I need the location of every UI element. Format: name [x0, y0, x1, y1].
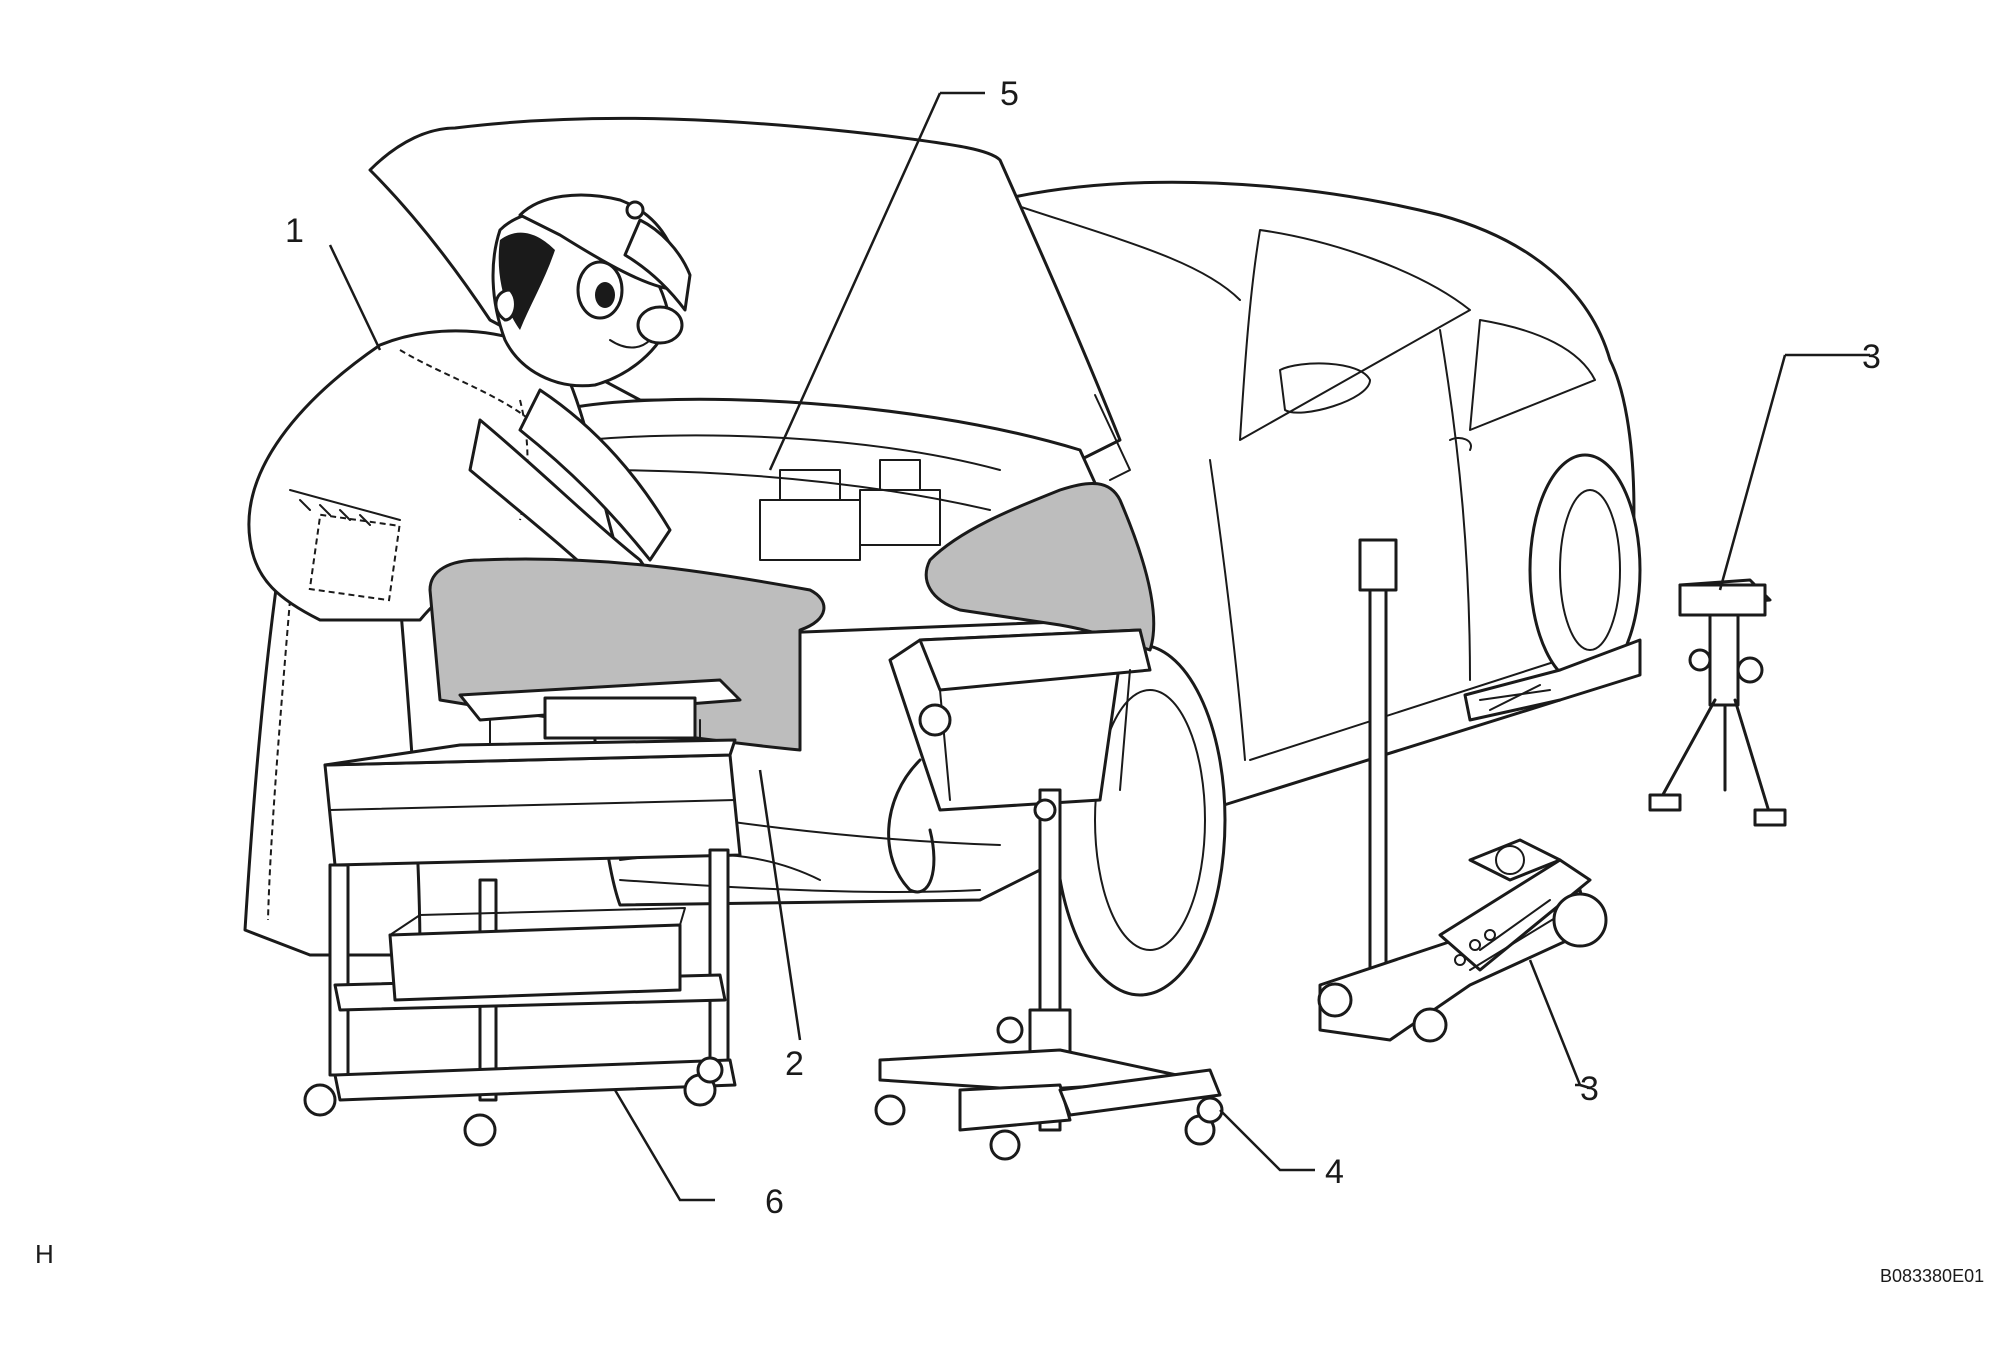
figure-code: B083380E01: [1880, 1266, 1984, 1286]
floor-jack: [1317, 538, 1608, 1043]
callout-mechanic: 1: [285, 212, 304, 250]
callout-floor-jack: 3: [1580, 1070, 1599, 1108]
leader-lines: [328, 91, 1870, 1202]
tool-cart: [303, 678, 742, 1147]
callout-labels: 1 2 3 3 4 5 6: [285, 75, 1881, 1221]
corner-mark: H: [35, 1239, 54, 1269]
callout-tool-cart: 6: [765, 1183, 784, 1221]
work-light: [874, 628, 1224, 1161]
callout-fender-cover: 2: [785, 1045, 804, 1083]
callout-work-light: 4: [1325, 1153, 1344, 1191]
callout-jack-stand: 3: [1862, 338, 1881, 376]
jack-stand: [1648, 578, 1787, 827]
callout-engine-compartment: 5: [1000, 75, 1019, 113]
fender-cover-right: [924, 481, 1156, 652]
